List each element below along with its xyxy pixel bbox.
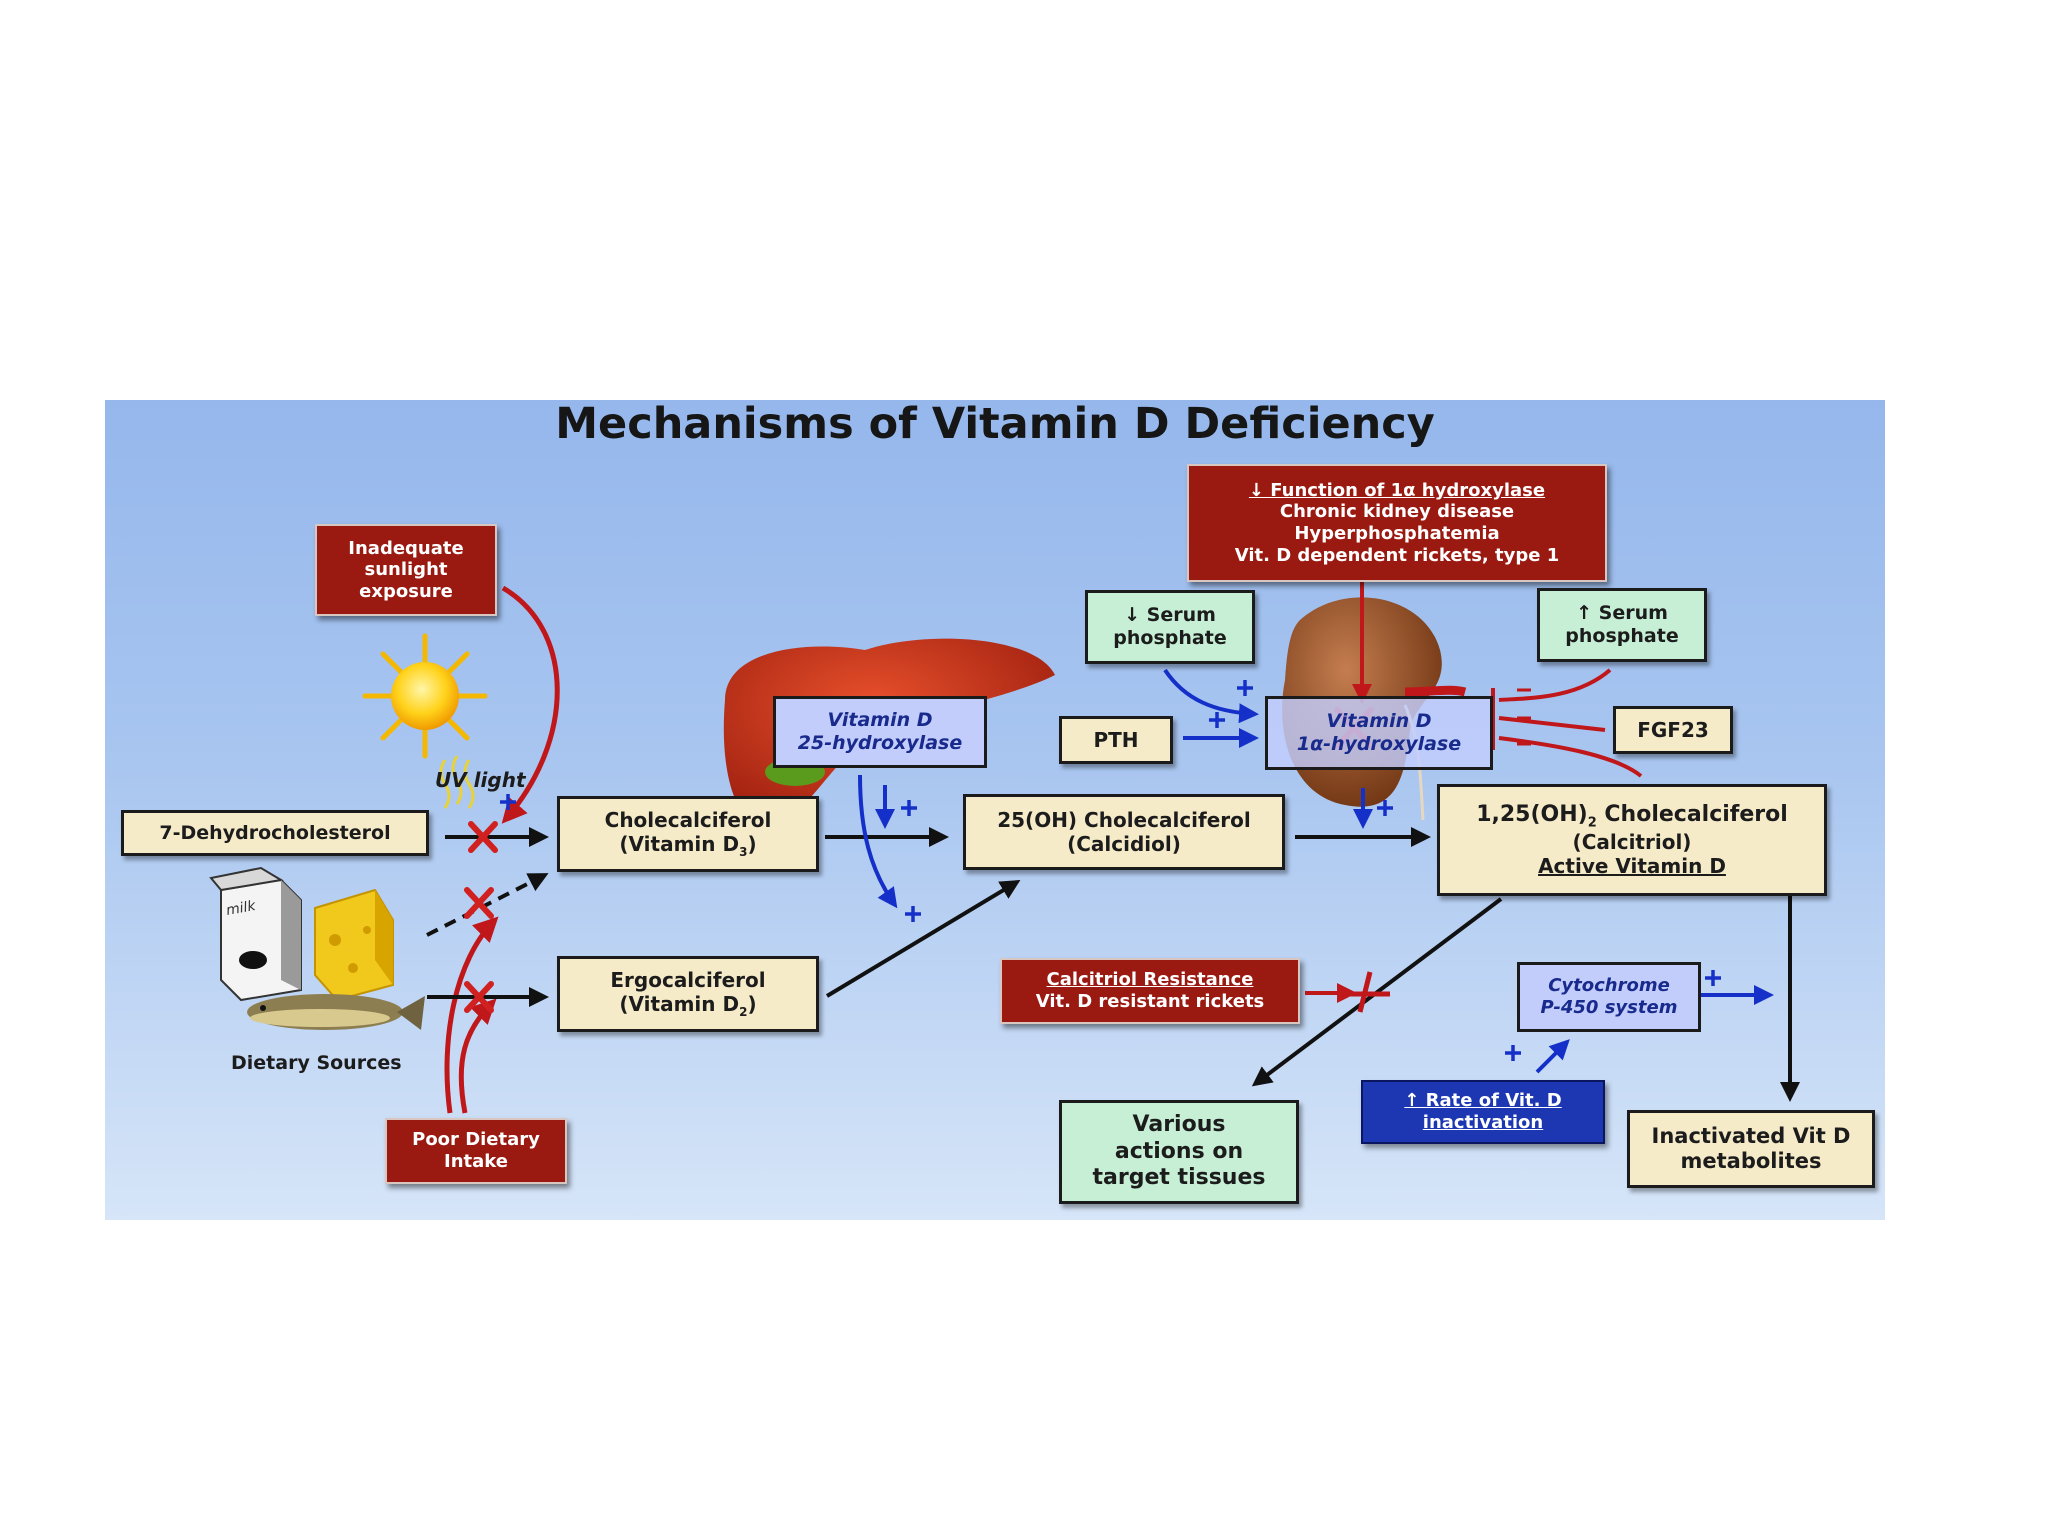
calcidiol-box: 25(OH) Cholecalciferol (Calcidiol) — [963, 794, 1285, 870]
calcitriol-resistance-line: Vit. D resistant rickets — [1035, 991, 1265, 1012]
inactivation-rate-line: inactivation — [1422, 1112, 1544, 1133]
cholecalciferol-box: Cholecalciferol (Vitamin D3) — [557, 796, 819, 872]
calcidiol-line: 25(OH) Cholecalciferol — [997, 808, 1251, 832]
fgf23-box: FGF23 — [1613, 706, 1733, 754]
high-serum-phosphate-box: ↑ Serum phosphate — [1537, 588, 1707, 662]
hydroxylase-25-line: 25-hydroxylase — [797, 732, 963, 754]
calcitriol-line: 1,25(OH) — [1476, 801, 1588, 827]
milk-label: milk — [225, 898, 258, 919]
high-serum-phosphate-line: phosphate — [1565, 625, 1679, 647]
cytochrome-line: Cytochrome — [1548, 975, 1670, 997]
target-tissues-box: Various actions on target tissues — [1059, 1100, 1299, 1204]
sun-icon — [362, 633, 488, 759]
hydroxylase-25-line: Vitamin D — [827, 709, 933, 732]
one-alpha-causes-line: Hyperphosphatemia — [1294, 523, 1500, 544]
poor-dietary-intake-box: Poor Dietary Intake — [385, 1118, 567, 1184]
cholecalciferol-subscript: 3 — [739, 845, 748, 860]
poor-dietary-line: Intake — [444, 1151, 508, 1172]
inadequate-sunlight-line: Inadequate — [348, 537, 464, 559]
target-tissues-line: Various — [1132, 1112, 1226, 1138]
one-alpha-causes-line: Vit. D dependent rickets, type 1 — [1234, 544, 1560, 566]
fish-icon — [247, 994, 425, 1030]
inactivated-metabolites-line: Inactivated Vit D — [1651, 1123, 1851, 1148]
calcitriol-box: 1,25(OH)2 Cholecalciferol (Calcitriol) A… — [1437, 784, 1827, 896]
one-alpha-hydroxylase-causes-box: ↓ Function of 1α hydroxylase Chronic kid… — [1187, 464, 1607, 582]
low-serum-phosphate-line: ↓ Serum — [1124, 604, 1216, 627]
target-tissues-line: actions on — [1114, 1138, 1244, 1164]
ergocalciferol-box: Ergocalciferol (Vitamin D2) — [557, 956, 819, 1032]
hydroxylase-1a-line: 1α-hydroxylase — [1296, 733, 1462, 755]
calcitriol-resistance-heading: Calcitriol Resistance — [1046, 969, 1254, 991]
dietary-sources-label: Dietary Sources — [231, 1052, 402, 1074]
ergocalciferol-line: (Vitamin D — [619, 992, 740, 1017]
one-alpha-causes-line: Chronic kidney disease — [1279, 501, 1515, 523]
pth-label: PTH — [1093, 728, 1139, 752]
dehydrocholesterol-label: 7-Dehydrocholesterol — [159, 821, 391, 844]
cytochrome-p450-box: Cytochrome P-450 system — [1517, 962, 1701, 1032]
target-tissues-line: target tissues — [1092, 1165, 1266, 1191]
cytochrome-line: P-450 system — [1540, 997, 1678, 1018]
hydroxylase-1a-line: Vitamin D — [1326, 710, 1432, 733]
inactivation-rate-line: ↑ Rate of Vit. D — [1404, 1090, 1562, 1112]
calcidiol-line: (Calcidiol) — [1067, 832, 1181, 856]
vitamin-d-1alpha-hydroxylase-box: Vitamin D 1α-hydroxylase — [1265, 696, 1493, 770]
active-vitamin-d-label: Active Vitamin D — [1538, 854, 1726, 879]
ergocalciferol-line-end: ) — [747, 992, 757, 1017]
inadequate-sunlight-box: Inadequate sunlight exposure — [315, 524, 497, 616]
cholecalciferol-line-end: ) — [747, 832, 757, 857]
inactivation-rate-box: ↑ Rate of Vit. D inactivation — [1361, 1080, 1605, 1144]
poor-dietary-line: Poor Dietary — [412, 1129, 540, 1151]
uv-rays-icon — [439, 755, 475, 809]
cholecalciferol-line: Cholecalciferol — [604, 808, 772, 833]
pth-box: PTH — [1059, 716, 1173, 764]
inactivated-metabolites-box: Inactivated Vit D metabolites — [1627, 1110, 1875, 1188]
calcitriol-line: (Calcitriol) — [1572, 830, 1692, 855]
cholecalciferol-line: (Vitamin D — [619, 832, 740, 857]
cheese-icon — [314, 888, 394, 1002]
inadequate-sunlight-line: exposure — [359, 580, 453, 602]
high-serum-phosphate-line: ↑ Serum — [1576, 602, 1668, 625]
calcitriol-subscript: 2 — [1587, 814, 1597, 830]
calcitriol-resistance-box: Calcitriol Resistance Vit. D resistant r… — [1000, 958, 1300, 1024]
milk-carton-icon: milk — [209, 866, 302, 1002]
one-alpha-causes-heading: ↓ Function of 1α hydroxylase — [1248, 479, 1546, 501]
diagram-panel: milk — [105, 400, 1885, 1220]
uv-light-label: UV light — [435, 768, 526, 792]
diagram-title: Mechanisms of Vitamin D Deficiency — [555, 400, 1435, 449]
fgf23-label: FGF23 — [1637, 718, 1709, 742]
low-serum-phosphate-box: ↓ Serum phosphate — [1085, 590, 1255, 664]
dehydrocholesterol-box: 7-Dehydrocholesterol — [121, 810, 429, 856]
ergocalciferol-subscript: 2 — [739, 1005, 748, 1020]
calcitriol-line: Cholecalciferol — [1596, 801, 1788, 827]
inactivated-metabolites-line: metabolites — [1680, 1149, 1822, 1173]
vitamin-d-25-hydroxylase-box: Vitamin D 25-hydroxylase — [773, 696, 987, 768]
low-serum-phosphate-line: phosphate — [1113, 627, 1227, 649]
ergocalciferol-line: Ergocalciferol — [610, 968, 766, 993]
inadequate-sunlight-line: sunlight — [364, 559, 448, 581]
